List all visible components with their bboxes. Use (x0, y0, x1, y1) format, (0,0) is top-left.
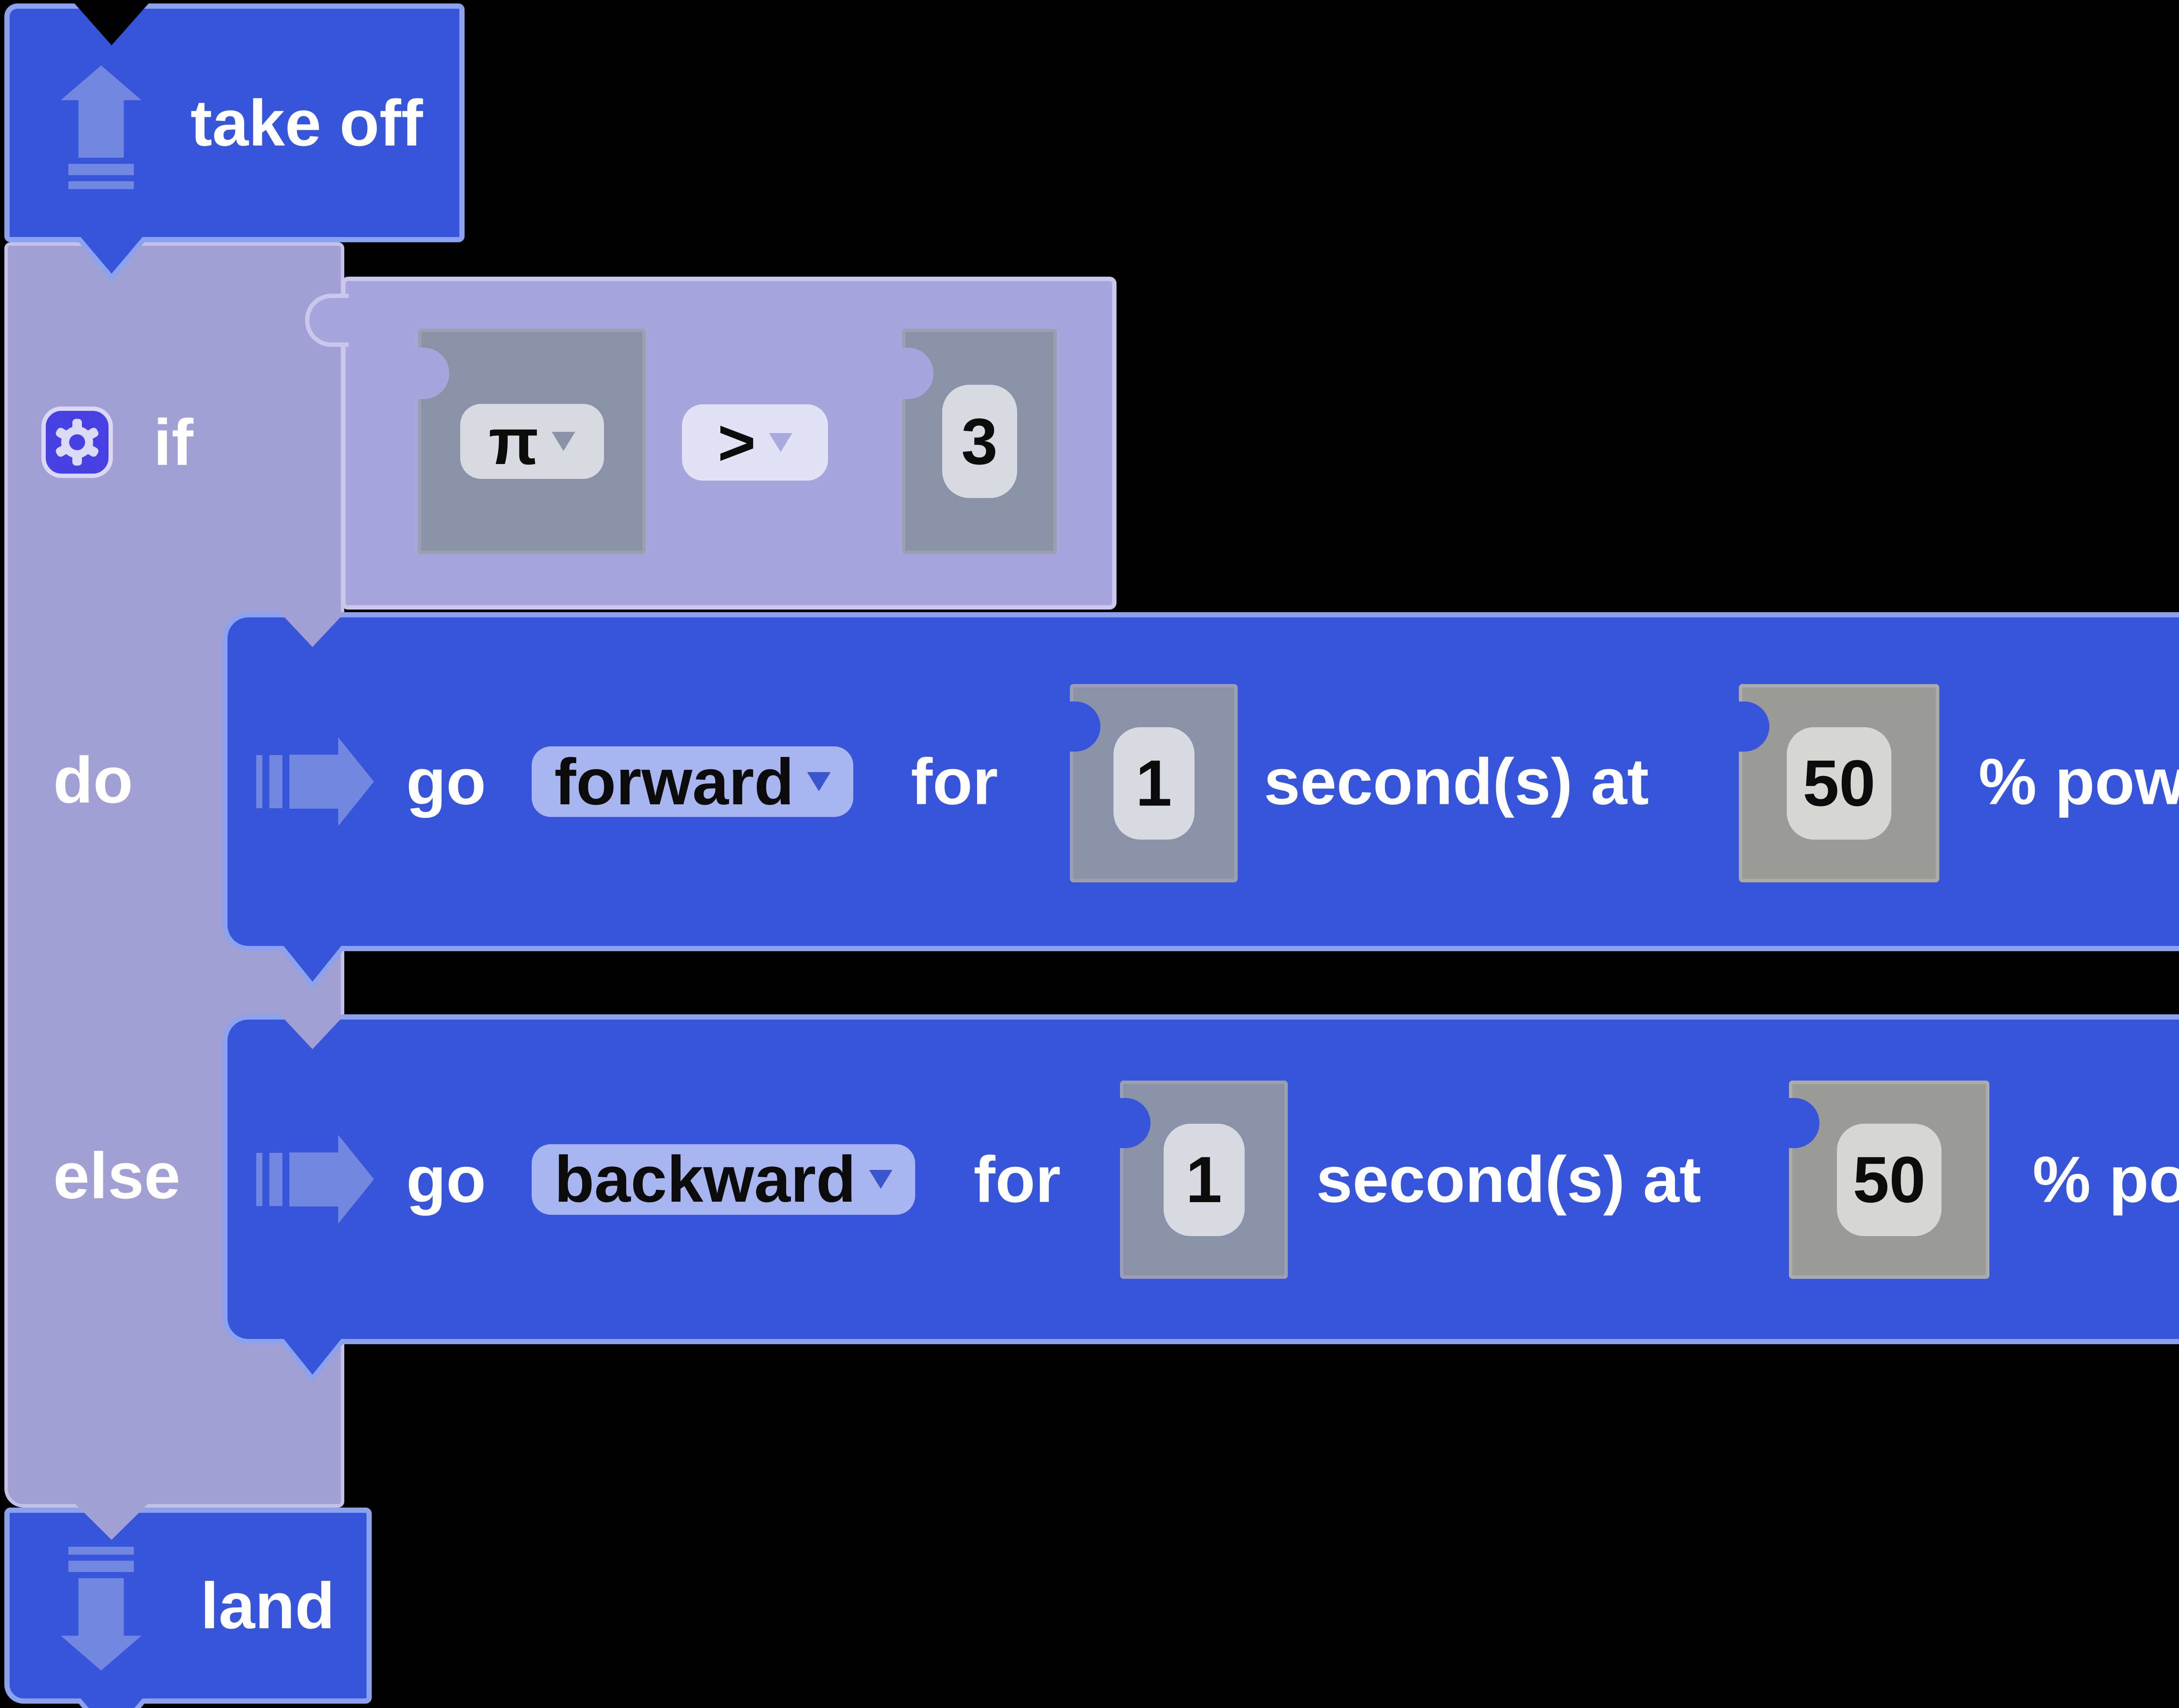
direction-dropdown[interactable]: forward (532, 745, 854, 818)
takeoff-label: take off (190, 86, 423, 159)
power-value: 50 (1802, 746, 1876, 820)
percent-power-label: % power (1979, 745, 2179, 818)
if-label: if (153, 405, 193, 479)
number-field[interactable]: 50 (1787, 727, 1891, 840)
go-label: go (406, 1142, 486, 1216)
go-label: go (406, 745, 486, 818)
duration-value: 1 (1185, 1143, 1222, 1216)
for-label: for (911, 745, 998, 818)
gear-icon (56, 419, 98, 466)
direction-dropdown[interactable]: backward (532, 1142, 915, 1216)
duration-value: 1 (1135, 746, 1172, 820)
land-label: land (200, 1569, 335, 1642)
gear-button[interactable] (41, 407, 113, 478)
arrow-right-icon (256, 1135, 374, 1224)
power-value-block[interactable]: 50 (1789, 1081, 1989, 1279)
number-field[interactable]: 50 (1837, 1123, 1941, 1236)
for-label: for (974, 1142, 1061, 1216)
chevron-down-icon (869, 1169, 893, 1189)
seconds-at-label: second(s) at (1264, 745, 1649, 818)
number-field[interactable]: 1 (1163, 1123, 1245, 1236)
seconds-at-label: second(s) at (1316, 1142, 1701, 1216)
land-block[interactable]: land (4, 1508, 372, 1704)
number-value: 3 (961, 404, 998, 478)
land-arrow-down-icon (58, 1547, 145, 1671)
power-value-block[interactable]: 50 (1739, 684, 1939, 882)
connector-tab (81, 1698, 143, 1708)
direction-value: backward (554, 1142, 856, 1216)
condition-right-operand-block[interactable]: 3 (902, 329, 1057, 554)
operator-value: > (717, 406, 756, 479)
condition-puzzle-tab (305, 294, 349, 347)
chevron-down-icon (551, 432, 575, 451)
condition-left-operand-block[interactable]: π (418, 329, 646, 554)
direction-value: forward (554, 745, 794, 818)
percent-power-label: % power (2033, 1142, 2179, 1216)
power-value: 50 (1853, 1143, 1926, 1216)
number-field[interactable]: 1 (1113, 727, 1195, 840)
takeoff-arrow-up-icon (58, 65, 145, 189)
number-field[interactable]: 3 (942, 385, 1017, 498)
chevron-down-icon (807, 772, 831, 791)
takeoff-block[interactable]: take off (4, 3, 465, 242)
pi-dropdown[interactable]: π (460, 404, 604, 479)
chevron-down-icon (769, 433, 793, 452)
arrow-right-icon (256, 737, 374, 826)
do-label: do (53, 743, 133, 817)
condition-operator-dropdown[interactable]: > (682, 404, 828, 481)
pi-value: π (489, 404, 539, 478)
else-label: else (53, 1139, 180, 1212)
